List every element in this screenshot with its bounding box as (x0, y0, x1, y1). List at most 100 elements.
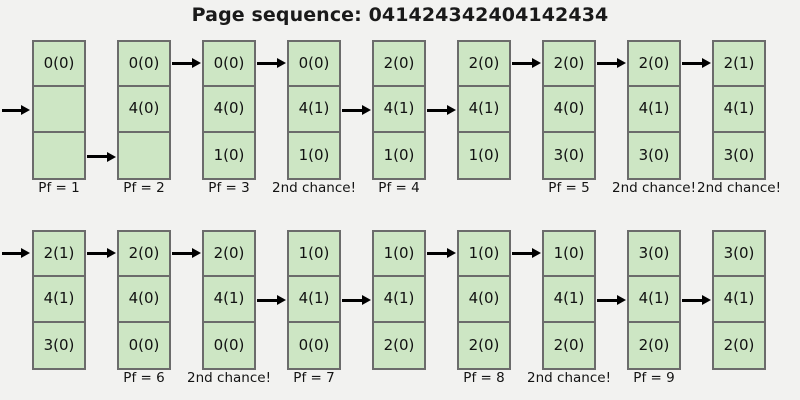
state-label: Pf = 9 (633, 370, 675, 386)
frame-cell: 0(0) (119, 322, 169, 368)
frame-cell: 4(0) (119, 87, 169, 133)
frame-cell: 2(0) (629, 42, 679, 88)
state-label: Pf = 6 (123, 370, 165, 386)
frame-cell: 0(0) (204, 42, 254, 88)
transition-arrow (342, 105, 371, 115)
state-label: 2nd chance! (187, 370, 271, 386)
frame-cell: 2(1) (714, 42, 764, 88)
frame-cell: 4(1) (459, 87, 509, 133)
transition-arrow (342, 295, 371, 305)
frame-stack: 3(0)4(1)2(0) (712, 230, 766, 370)
memory-state-6: 2(0)4(1)1(0) (457, 40, 511, 180)
transition-arrow (682, 295, 711, 305)
transition-arrow (682, 58, 711, 69)
frame-stack: 1(0)4(1)2(0) (542, 230, 596, 370)
transition-arrow (257, 58, 286, 69)
frame-stack: 1(0)4(1)0(0) (287, 230, 341, 370)
memory-state-9: 3(0)4(1)2(0) (712, 230, 766, 370)
frame-cell: 3(0) (544, 132, 594, 178)
frame-cell: 3(0) (629, 232, 679, 278)
frame-stack: 2(0)4(1)0(0) (202, 230, 256, 370)
memory-state-3: 0(0)4(0)1(0) Pf = 3 (202, 40, 256, 195)
frame-stack: 1(0)4(0)2(0) (457, 230, 511, 370)
frame-cell: 3(0) (629, 132, 679, 178)
frame-cell: 4(0) (544, 87, 594, 133)
frame-cell: 4(1) (289, 277, 339, 323)
memory-state-6: 1(0)4(0)2(0)Pf = 8 (457, 230, 511, 385)
frame-cell: 1(0) (289, 232, 339, 278)
frame-stack: 0(0)4(0) (117, 40, 171, 180)
frame-cell: 0(0) (289, 322, 339, 368)
entry-arrow (2, 248, 30, 259)
frame-cell: 4(1) (374, 87, 424, 133)
frame-stack: 2(0)4(0)3(0) (542, 40, 596, 180)
page-title: Page sequence: 041424342404142434 (191, 4, 609, 26)
memory-state-7: 2(0)4(0)3(0)Pf = 5 (542, 40, 596, 195)
frame-cell: 2(0) (714, 322, 764, 368)
memory-state-8: 3(0)4(1)2(0)Pf = 9 (627, 230, 681, 385)
frame-cell: 4(1) (714, 87, 764, 133)
frame-stack: 2(0)4(1)1(0) (457, 40, 511, 180)
frame-cell: 1(0) (544, 232, 594, 278)
state-label: 2nd chance! (612, 180, 696, 196)
memory-state-9: 2(1)4(1)3(0)2nd chance! (697, 40, 781, 195)
state-label: Pf = 1 (38, 180, 80, 196)
frame-cell: 4(1) (204, 277, 254, 323)
transition-arrow (512, 58, 541, 69)
frame-cell: 4(0) (459, 277, 509, 323)
frame-cell: 3(0) (34, 322, 84, 368)
frame-cell: 1(0) (204, 132, 254, 178)
frame-cell: 4(1) (544, 277, 594, 323)
state-label: Pf = 4 (378, 180, 420, 196)
transition-arrow (427, 105, 456, 115)
state-label: 2nd chance! (272, 180, 356, 196)
state-label: 2nd chance! (697, 180, 781, 196)
transition-arrow (172, 58, 201, 69)
frame-cell: 1(0) (374, 232, 424, 278)
memory-state-5: 1(0)4(1)2(0) (372, 230, 426, 370)
entry-arrow (2, 105, 30, 115)
frame-cell: 4(0) (119, 277, 169, 323)
state-label: Pf = 3 (208, 180, 250, 196)
frame-cell: 3(0) (714, 132, 764, 178)
transition-arrow (87, 248, 116, 259)
frame-cell: 0(0) (119, 42, 169, 88)
frame-stack: 2(0)4(0)0(0) (117, 230, 171, 370)
frame-cell: 0(0) (289, 42, 339, 88)
memory-state-1: 0(0) Pf = 1 (32, 40, 86, 195)
memory-state-2: 2(0)4(0)0(0)Pf = 6 (117, 230, 171, 385)
memory-state-7: 1(0)4(1)2(0)2nd chance! (527, 230, 611, 385)
frame-cell: 2(0) (629, 322, 679, 368)
memory-state-3: 2(0)4(1)0(0)2nd chance! (187, 230, 271, 385)
memory-state-1: 2(1)4(1)3(0) (32, 230, 86, 370)
frame-stack: 2(1)4(1)3(0) (712, 40, 766, 180)
frame-cell: 0(0) (34, 42, 84, 88)
frame-cell: 2(0) (544, 322, 594, 368)
frame-stack: 3(0)4(1)2(0) (627, 230, 681, 370)
transition-arrow (257, 295, 286, 305)
frame-cell: 4(1) (374, 277, 424, 323)
frame-cell: 2(0) (544, 42, 594, 88)
frame-cell (119, 132, 169, 178)
memory-state-4: 0(0)4(1)1(0)2nd chance! (272, 40, 356, 195)
frame-cell: 2(0) (374, 322, 424, 368)
state-label: Pf = 7 (293, 370, 335, 386)
frame-stack: 2(0)4(1)3(0) (627, 40, 681, 180)
memory-state-5: 2(0)4(1)1(0)Pf = 4 (372, 40, 426, 195)
frame-cell: 1(0) (459, 232, 509, 278)
frame-cell: 2(1) (34, 232, 84, 278)
frame-cell: 0(0) (204, 322, 254, 368)
state-label: Pf = 5 (548, 180, 590, 196)
memory-state-8: 2(0)4(1)3(0)2nd chance! (612, 40, 696, 195)
frame-cell: 2(0) (374, 42, 424, 88)
frame-cell (34, 132, 84, 178)
transition-arrow (597, 295, 626, 305)
transition-arrow (512, 248, 541, 259)
frame-cell: 4(0) (204, 87, 254, 133)
transition-arrow (87, 151, 116, 162)
frame-cell: 4(1) (289, 87, 339, 133)
state-label: Pf = 2 (123, 180, 165, 196)
frame-cell (34, 87, 84, 133)
transition-arrow (172, 248, 201, 259)
